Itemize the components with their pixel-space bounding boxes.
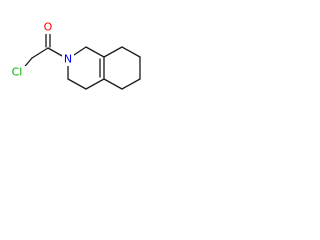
bond-c6-c5 [121, 78, 141, 90]
bond-c4-c3 [67, 78, 87, 90]
nitrogen-atom: N [62, 53, 74, 66]
nitrogen-label: N [64, 53, 72, 66]
bond-c5-c4a [103, 78, 123, 90]
oxygen-atom: O [42, 21, 54, 34]
atom-labels: O N Cl [8, 21, 74, 79]
bond-c1-c8a [85, 46, 105, 58]
bond-carbonyl-ch2 [31, 47, 49, 59]
oxygen-label: O [44, 21, 53, 34]
bond-c4a-c4 [85, 78, 105, 90]
bonds [20, 32, 141, 90]
chlorine-label: Cl [12, 66, 23, 79]
bond-c8a-c8 [103, 46, 123, 58]
chlorine-atom: Cl [8, 66, 26, 79]
bond-carbonyl-n [47, 47, 65, 58]
chemical-structure: O N Cl [8, 21, 141, 90]
bond-c8-c7 [121, 46, 141, 58]
